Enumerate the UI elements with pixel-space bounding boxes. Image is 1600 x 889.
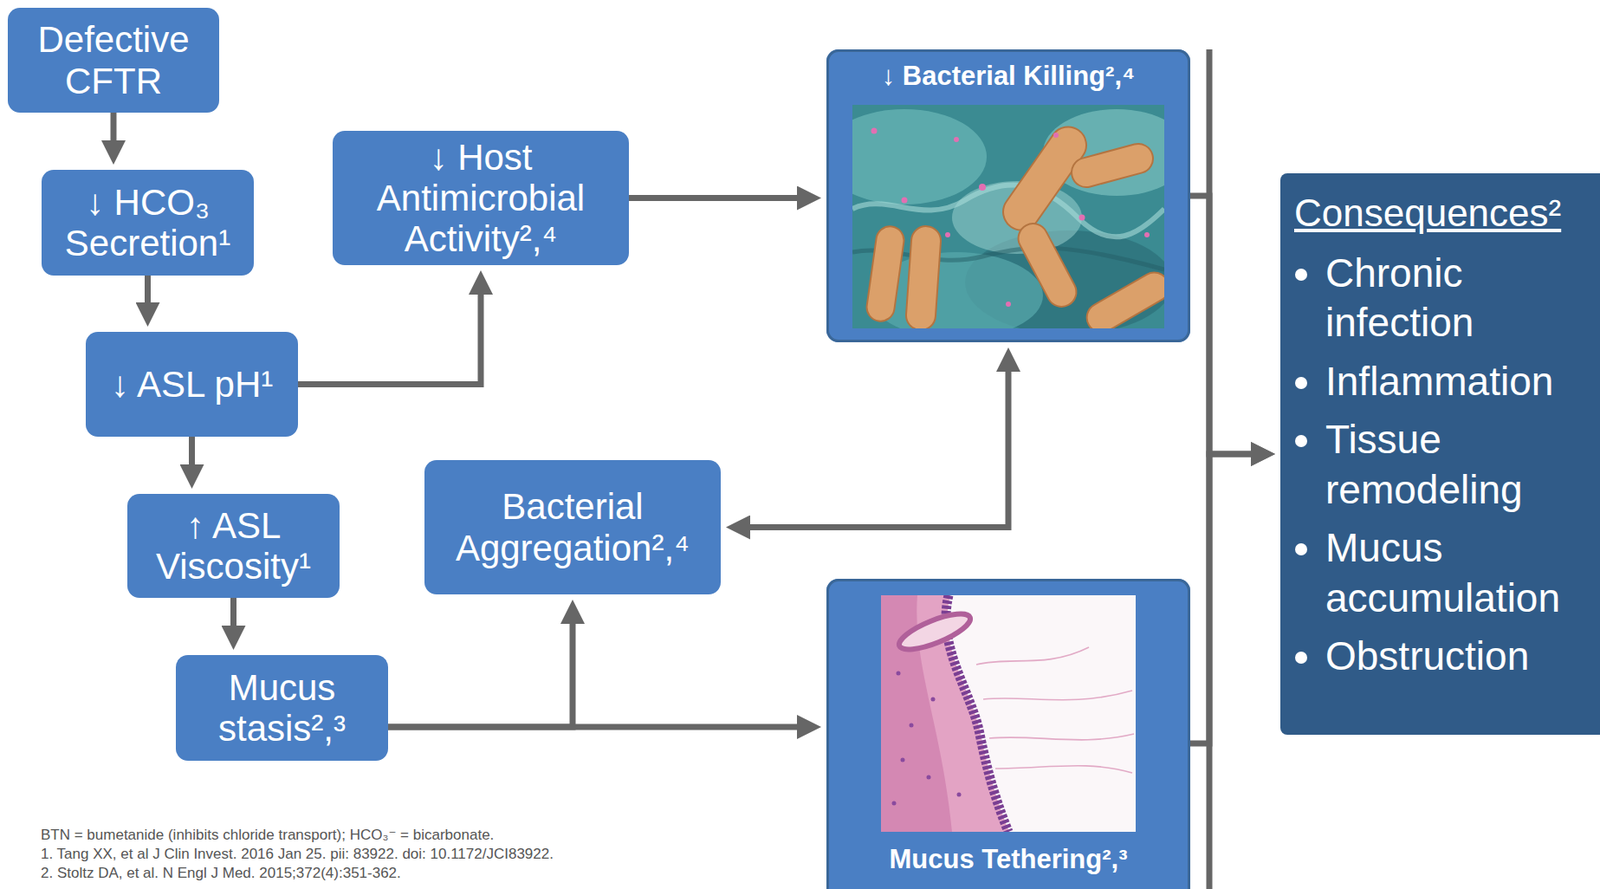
box-label: Mucus stasis²,³ [182,667,382,749]
slide-ground [880,595,1136,832]
flow-arrow [297,294,481,385]
nucleus-dot [926,775,932,780]
panel-title: ↓ Bacterial Killing²,⁴ [829,60,1188,92]
bacteria-micrograph [852,104,1165,329]
particle-dot [945,232,951,238]
bullet-item: Obstruction [1325,631,1587,682]
image-panel: ↓ Bacterial Killing²,⁴ [826,49,1191,343]
flow-arrow [110,112,117,141]
nucleus-dot [900,757,906,763]
nucleus-dot [957,792,962,797]
particle-dot [978,183,986,191]
flow-arrow [230,597,237,626]
histology-section [880,595,1136,832]
mucus-strands [976,647,1134,773]
mucus-strand [983,690,1133,700]
bullet-item: Inflammation [1325,356,1587,408]
bullet-item: Mucus accumulation [1325,523,1587,623]
panel-heading: Consequences² [1294,190,1587,237]
mucus-strand [989,733,1134,740]
flow-arrow [1190,195,1251,454]
particle-dot [1053,132,1059,138]
reference-note: 1. Tang XX, et al J Clin Invest. 2016 Ja… [40,844,554,864]
bullet-item: Tissue remodeling [1325,414,1587,515]
bacterium-rod [865,224,907,323]
consequence-panel: Consequences² Chronic infectionInflammati… [1280,173,1600,735]
panel-fill [826,578,1191,889]
bacterium-rod [865,119,1165,329]
box-label: ↓ Host Antimicrobial Activity²,⁴ [339,136,622,260]
bullet-list: Chronic infectionInflammationTissue remo… [1294,248,1587,682]
nuclei-dots [892,671,962,806]
process-box: Bacterial Aggregation²,⁴ [424,459,721,595]
bacterium-rod [1081,266,1165,329]
particle-dot [901,197,908,204]
nucleus-dot [909,723,914,728]
process-box: Mucus stasis²,³ [175,654,389,761]
flow-arrow [188,436,195,465]
reference-note: BTN = bumetanide (inhibits chloride tran… [40,825,494,845]
nucleus-dot [896,671,901,676]
tissue-layer [880,595,1010,832]
bacterium-rod [905,225,942,329]
bullet-item: Chronic infection [1325,248,1587,349]
process-box: ↓ Host Antimicrobial Activity²,⁴ [332,130,629,266]
flow-arrow [388,724,797,731]
flow-arrow [628,194,797,201]
box-label: ↓ ASL pH¹ [110,363,274,405]
bacterium-rod [1013,218,1082,312]
flow-arrow [1190,453,1251,744]
process-box: Defective CFTR [7,7,220,113]
flow-arrow [388,623,573,727]
box-label: ↑ ASL Viscosity¹ [134,505,333,587]
particle-dots [871,128,1151,308]
box-label: Bacterial Aggregation²,⁴ [431,485,714,568]
box-label: ↓ HCO₃ Secretion¹ [48,181,247,264]
mucus-strand [976,647,1089,665]
particle-dot [871,128,878,135]
nucleus-dot [931,697,936,702]
process-box: ↑ ASL Viscosity¹ [127,493,340,598]
nucleus-dot [892,801,897,806]
box-label: Defective CFTR [14,19,213,101]
bacterium-rod [1068,140,1157,191]
tissue-texture [852,109,987,205]
image-panel: Mucus Tethering²,³ [826,578,1191,889]
mucosal-fold [894,606,974,656]
reference-note: 2. Stoltz DA, et al. N Engl J Med. 2015;… [40,863,402,883]
particle-dot [1144,232,1150,238]
particle-dot [1005,301,1011,307]
mucus-strand [995,765,1133,773]
flow-arrow [144,275,151,303]
process-box: ↓ HCO₃ Secretion¹ [41,169,254,276]
particle-dot [1079,214,1086,221]
particle-dot [953,136,959,143]
flow-arrow [750,371,1009,528]
panel-title: Mucus Tethering²,³ [829,843,1188,875]
process-box: ↓ ASL pH¹ [85,331,298,437]
